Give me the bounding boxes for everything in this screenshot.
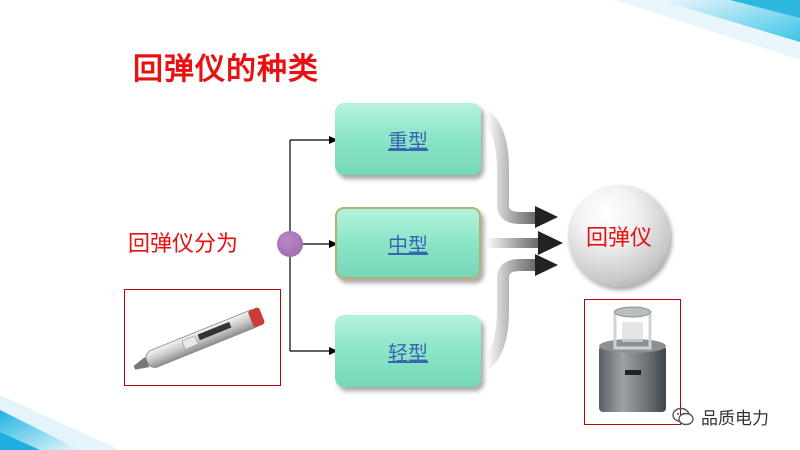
slide-title: 回弹仪的种类 <box>133 52 319 87</box>
type-link-heavy[interactable]: 重型 <box>388 128 428 153</box>
type-link-medium[interactable]: 中型 <box>388 232 428 257</box>
result-label: 回弹仪 <box>585 226 652 251</box>
arrowhead-light <box>329 347 338 355</box>
type-box-medium[interactable]: 中型 <box>335 207 481 279</box>
node-dot <box>277 231 303 257</box>
watermark: 品质电力 <box>671 404 769 429</box>
flow-arrowhead-heavy <box>535 206 558 228</box>
arrowhead-heavy <box>329 136 338 144</box>
type-link-light[interactable]: 轻型 <box>388 340 428 365</box>
anvil-photo-frame <box>584 299 681 425</box>
result-sphere: 回弹仪 <box>568 185 670 287</box>
anvil-photo <box>599 306 666 412</box>
flow-arrowhead-light <box>535 254 558 276</box>
flow-arrowhead-medium <box>538 231 563 255</box>
flow-arrow-heavy <box>481 111 535 224</box>
hammer-photo-frame <box>124 289 281 386</box>
chat-bubble-icon <box>672 407 694 425</box>
flow-arrow-medium <box>486 238 538 248</box>
flow-arrow-light <box>481 259 535 369</box>
type-box-heavy[interactable]: 重型 <box>335 103 481 175</box>
watermark-text: 品质电力 <box>701 409 769 429</box>
type-box-light[interactable]: 轻型 <box>335 315 481 387</box>
arrowhead-medium <box>329 240 338 248</box>
left-label: 回弹仪分为 <box>128 232 239 257</box>
hammer-photo <box>133 307 265 370</box>
